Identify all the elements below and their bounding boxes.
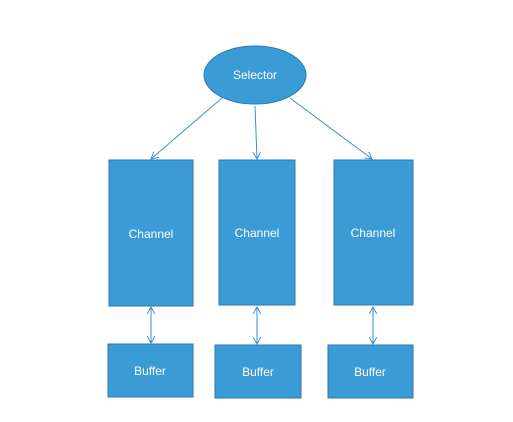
buffer-node-1: Buffer: [107, 343, 194, 398]
buffer-box-1: [107, 343, 194, 398]
channel-node-3: Channel: [333, 159, 414, 306]
buffer-node-3: Buffer: [327, 344, 414, 399]
selector-label: Selector: [233, 68, 277, 82]
selector-ellipse: [203, 45, 307, 105]
channel-label-3: Channel: [351, 226, 396, 240]
connector-selector-to-channel-1: [151, 97, 223, 159]
buffer-label-1: Buffer: [134, 364, 166, 378]
channel-node-2: Channel: [218, 159, 296, 306]
selector-node: Selector: [203, 45, 307, 105]
connector-selector-to-channel-2: [255, 105, 257, 159]
channel-label-2: Channel: [235, 226, 280, 240]
channel-box-3: [333, 159, 414, 306]
buffer-box-3: [327, 344, 414, 399]
channel-box-2: [218, 159, 296, 306]
channel-box-1: [108, 159, 194, 307]
channel-label-1: Channel: [129, 227, 174, 241]
buffer-box-2: [214, 344, 302, 399]
buffer-label-3: Buffer: [354, 365, 386, 379]
connector-selector-to-channel-3: [289, 97, 372, 159]
channel-node-1: Channel: [108, 159, 194, 307]
buffer-label-2: Buffer: [242, 365, 274, 379]
buffer-node-2: Buffer: [214, 344, 302, 399]
